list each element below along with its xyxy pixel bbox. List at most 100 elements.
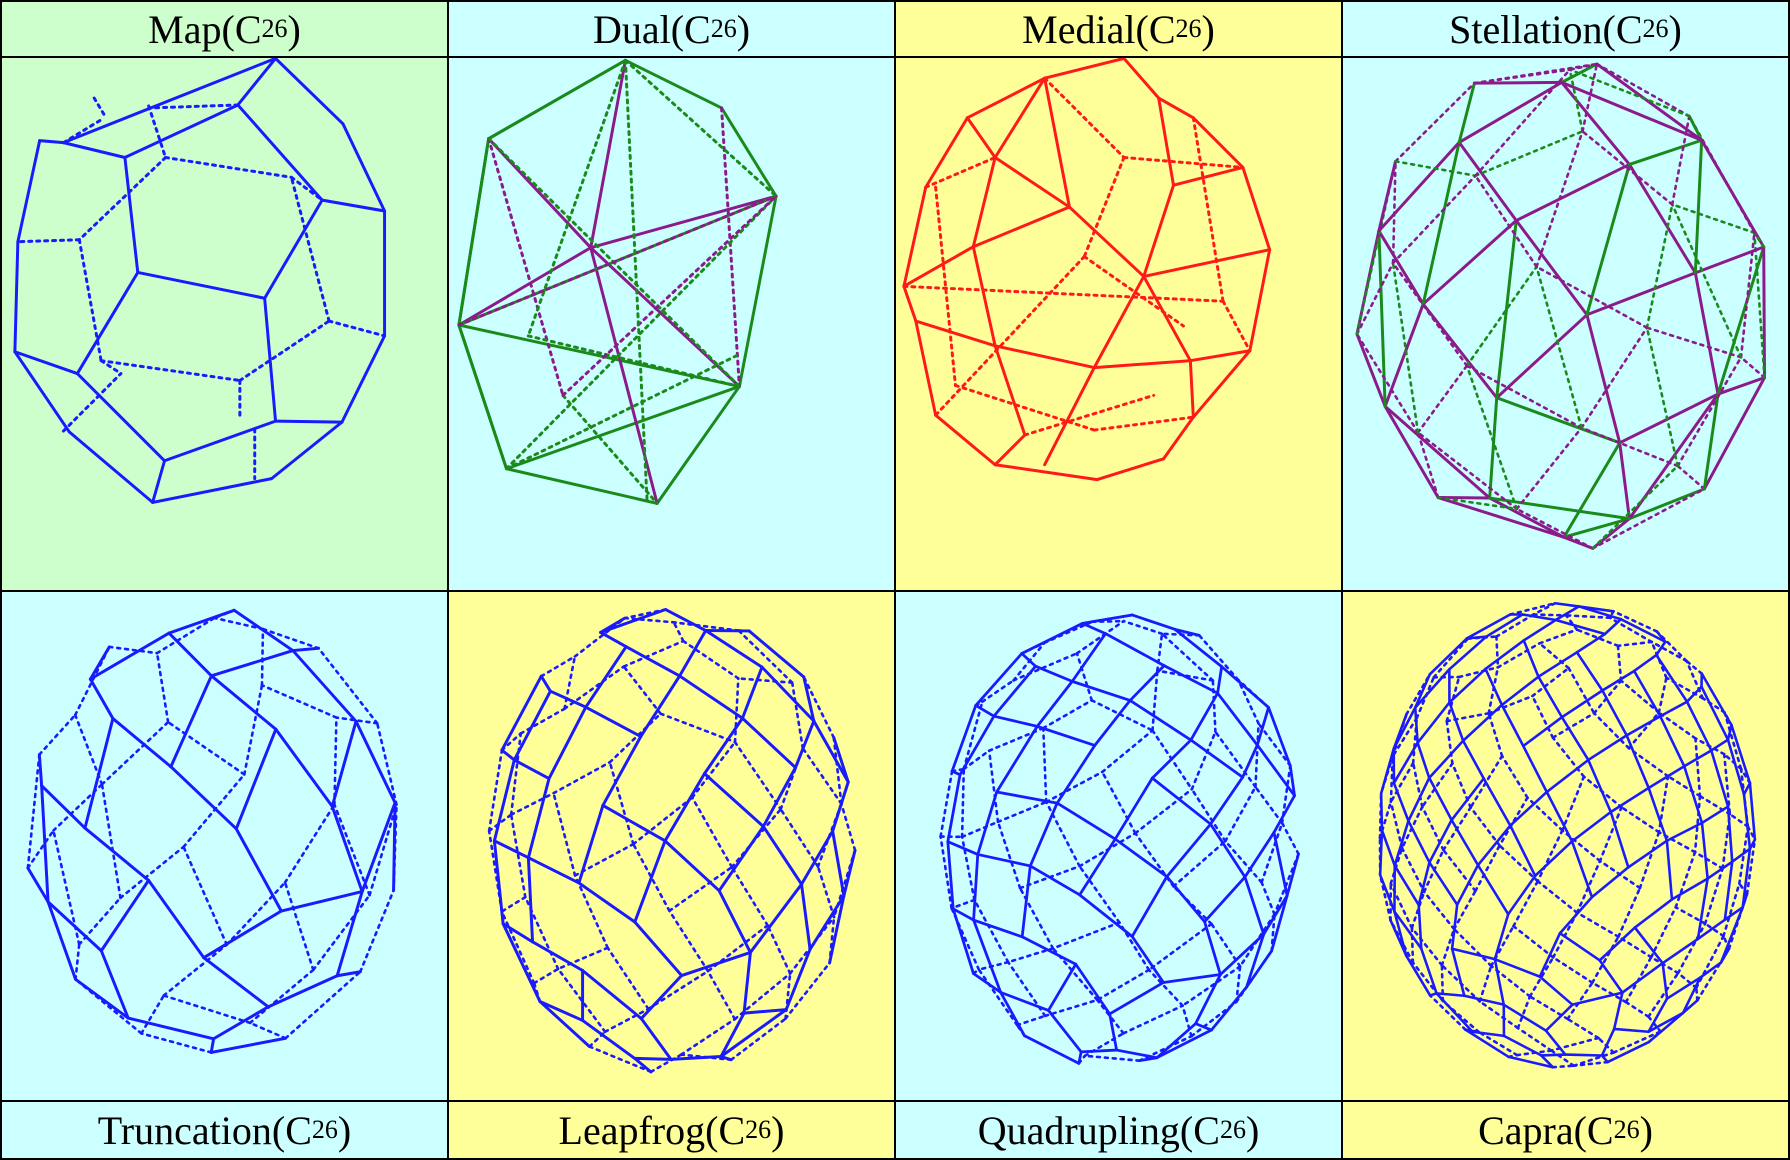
hidden-edge [1496,637,1497,668]
hidden-edge [1476,131,1583,175]
hidden-edge [1610,618,1652,642]
visible-edge [995,465,1097,480]
visible-edge [1497,315,1587,398]
visible-edge [936,415,995,465]
visible-edge [1627,716,1661,735]
hidden-edge [164,945,227,996]
visible-edge [1687,687,1701,702]
visible-edge [1744,783,1750,794]
visible-edge [15,242,18,352]
hidden-edge [521,709,565,734]
visible-edge [1243,167,1270,249]
hidden-edge [1092,700,1153,730]
hidden-edge [1480,1001,1518,1028]
visible-edge [40,141,64,143]
panel-map [0,56,449,592]
visible-edge [995,157,1069,207]
visible-edge [265,298,276,421]
visible-edge [1408,821,1429,863]
visible-edge [1057,745,1095,803]
hidden-edge [1651,907,1675,957]
visible-edge [1124,58,1159,98]
visible-edge [1523,717,1562,746]
hidden-edge [610,714,661,763]
hidden-edge [79,240,101,361]
visible-edge [149,880,204,957]
capra-polyhedron [1380,603,1755,1067]
hidden-edge [1183,966,1240,1005]
visible-edge [1602,690,1626,735]
visible-edge [1106,634,1165,666]
hidden-edge [1262,882,1275,914]
visible-edge [15,352,77,374]
visible-edge [1564,537,1593,548]
hidden-edge [979,962,1008,969]
visible-edge [916,321,995,346]
visible-edge [1629,140,1701,164]
hidden-edge [1592,937,1618,983]
map-polyhedron-drawing [2,58,447,590]
hidden-edge [1741,357,1764,377]
hidden-edge [1574,1062,1608,1066]
hidden-edge [1659,678,1667,713]
visible-edge [1656,655,1687,702]
visible-edge [502,750,514,760]
visible-edge [236,829,281,911]
visible-edge [541,676,550,691]
visible-edge [1473,1032,1504,1036]
visible-edge [997,792,1057,803]
visible-edge [1164,417,1194,459]
visible-edge [1538,652,1576,676]
hidden-edge [998,822,1020,888]
visible-edge [1163,975,1220,983]
visible-edge [744,952,750,1013]
visible-edge [833,782,849,831]
hidden-edge [1597,64,1689,116]
visible-edge [1577,634,1605,652]
visible-edge [276,421,342,422]
hidden-edge [841,804,855,850]
visible-edge [591,248,657,504]
hidden-edge [1471,807,1500,845]
visible-edge [362,803,395,892]
hidden-edge [681,1019,735,1054]
hidden-edge [1517,428,1582,509]
visible-edge [101,880,148,950]
hidden-edge [768,925,790,973]
hidden-edge [79,157,165,239]
hidden-edge [904,286,1223,301]
visible-edge [657,386,739,503]
visible-edge [549,707,586,778]
visible-edge [1634,671,1660,716]
visible-edge [994,716,1037,726]
visible-edge [666,610,706,631]
hidden-edge [708,971,735,1019]
visible-edge [1605,619,1621,634]
hidden-edge [554,793,576,875]
hidden-edge [120,847,183,898]
visible-edge [1130,700,1191,740]
visible-edge [1257,745,1294,796]
visible-edge [1287,854,1298,896]
hidden-edge [1357,334,1418,432]
visible-edge [1057,803,1115,839]
visible-edge [1394,714,1407,748]
hidden-edge [1053,923,1119,949]
visible-edge [1504,1005,1546,1031]
hidden-edge [184,847,227,945]
visible-edge [1478,865,1508,914]
quadrupling-polyhedron-drawing [896,592,1341,1100]
visible-edge [1660,702,1687,717]
hidden-edge [1678,466,1705,489]
visible-edge [586,647,626,707]
hidden-edge [1695,738,1700,796]
visible-edge [795,721,813,768]
label-medial: Medial(C26) [894,0,1343,58]
visible-edge [1274,832,1287,895]
hidden-edge [1614,1032,1661,1053]
visible-edge [281,892,362,911]
visible-edge [1072,681,1130,700]
visible-edge [978,854,1031,865]
visible-edge [1611,812,1629,867]
